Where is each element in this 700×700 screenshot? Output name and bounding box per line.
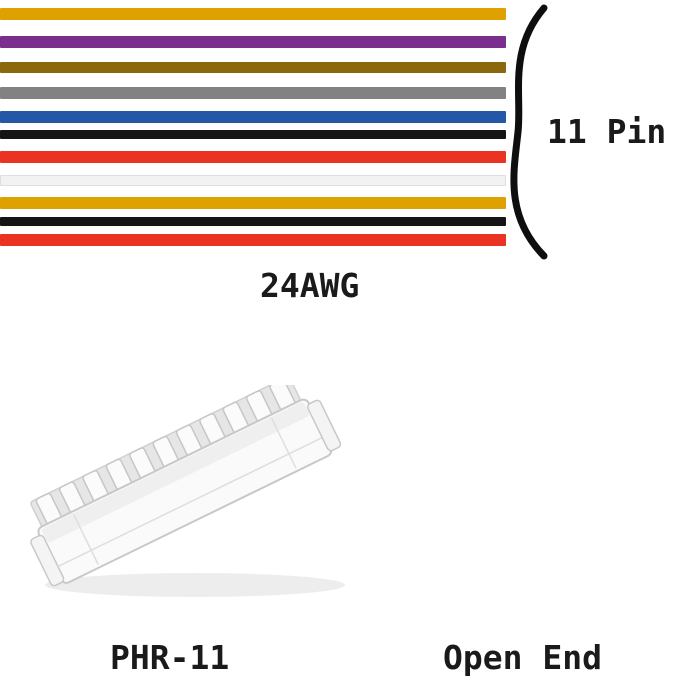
connector-front-edge xyxy=(58,437,322,567)
wire-white xyxy=(0,175,506,186)
connector-top-face xyxy=(42,402,309,543)
wire-red xyxy=(0,151,506,163)
wire-purple xyxy=(0,36,506,48)
connector-left-wing xyxy=(30,534,65,587)
wire-ribbon xyxy=(0,0,506,252)
brace-icon xyxy=(510,4,548,260)
wire-red-2 xyxy=(0,234,506,246)
connector-shadow xyxy=(45,573,345,597)
wire-yellow xyxy=(0,8,506,20)
connector-model-label: PHR-11 xyxy=(110,638,230,677)
wire-blue xyxy=(0,111,506,123)
wire-yellow-2 xyxy=(0,197,506,209)
wire-brown xyxy=(0,62,506,73)
connector-seam-left xyxy=(73,513,99,565)
pin-count-label: 11 Pin xyxy=(547,112,667,151)
wire-black xyxy=(0,130,506,139)
termination-label: Open End xyxy=(443,638,602,677)
wire-gauge-label: 24AWG xyxy=(260,266,360,305)
wire-black-2 xyxy=(0,217,506,226)
connector-illustration xyxy=(30,385,345,597)
connector-right-wing xyxy=(307,399,342,452)
connector-seam-right xyxy=(270,417,297,469)
wire-gray xyxy=(0,87,506,99)
